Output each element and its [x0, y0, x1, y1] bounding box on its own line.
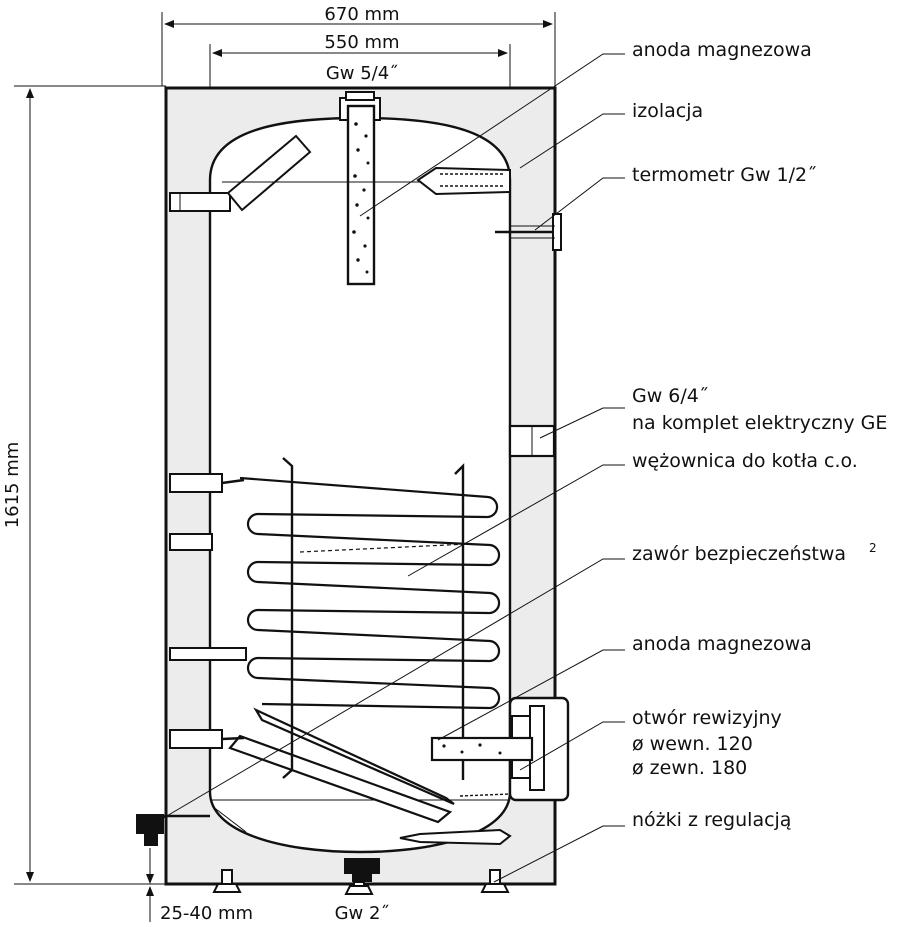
callout-anode-top: anoda magnezowa — [632, 39, 812, 61]
callout-coil: wężownica do kotła c.o. — [632, 450, 858, 472]
callout-insulation: izolacja — [632, 100, 703, 122]
dim-width-inner-label: 550 mm — [324, 32, 399, 53]
callout-inspection: otwór rewizyjny — [632, 707, 782, 729]
heating-coil — [228, 457, 501, 824]
pipe-top-left — [169, 134, 312, 212]
callout-anode-bottom: anoda magnezowa — [632, 633, 812, 655]
adjustable-feet — [212, 869, 510, 895]
anode-top — [346, 104, 376, 286]
bottom-connection — [344, 858, 380, 874]
callout-inspection-outer: ø zewn. 180 — [632, 757, 747, 779]
safety-valve — [136, 805, 247, 846]
callout-heater-port-desc: na komplet elektryczny GE — [632, 412, 887, 434]
callout-safety-valve-note: 2 — [869, 541, 877, 555]
dim-width-total: 670 mm — [161, 4, 556, 86]
dim-height-label: 1615 mm — [2, 442, 23, 529]
electric-heater-port — [508, 424, 556, 458]
thermometer-sleeve — [416, 166, 562, 251]
callout-safety-valve: zawór bezpieczeństwa — [632, 543, 846, 565]
dim-height: 1615 mm — [2, 85, 166, 885]
callout-thermometer: termometr Gw 1/2˝ — [632, 164, 817, 186]
dim-width-total-label: 670 mm — [324, 4, 399, 25]
callout-leaders — [159, 53, 625, 883]
top-connection-label: Gw 5/4˝ — [326, 63, 398, 84]
bottom-connection-label: Gw 2˝ — [335, 903, 390, 924]
dim-feet-label: 25-40 mm — [160, 903, 253, 924]
anode-bottom — [430, 736, 534, 762]
callout-heater-port: Gw 6/4˝ — [632, 385, 708, 407]
callout-inspection-inner: ø wewn. 120 — [632, 733, 753, 755]
callout-feet: nóżki z regulacją — [632, 809, 791, 831]
